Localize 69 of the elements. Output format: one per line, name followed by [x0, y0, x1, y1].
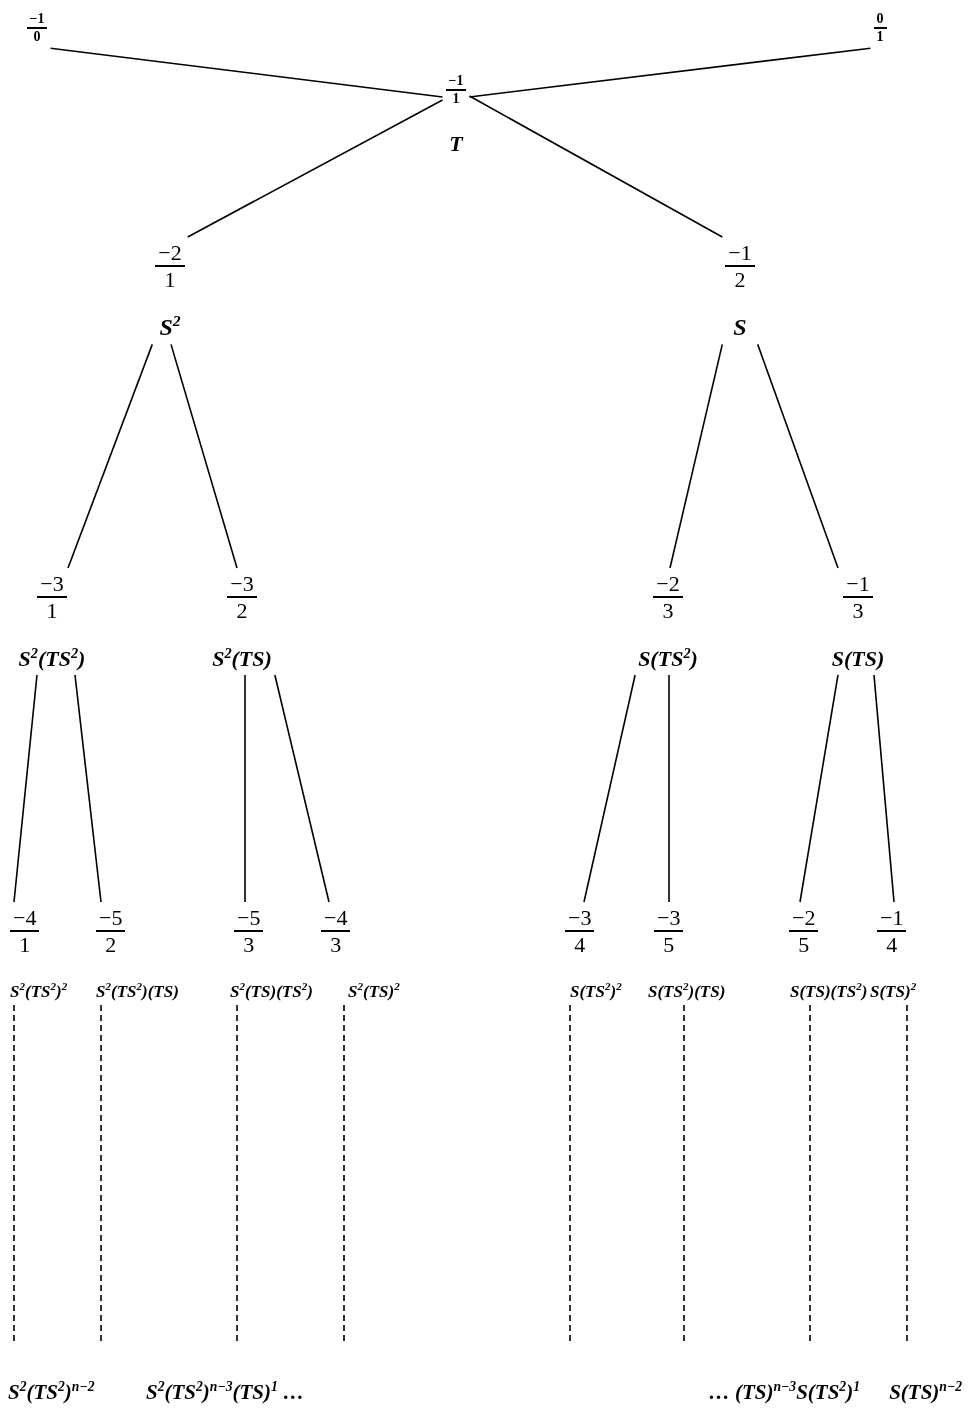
limit-word: … (TS)$^{n−3}$S(TS$^{2}$)$^{1}$	[708, 1380, 860, 1405]
fraction-numerator: −3	[37, 571, 67, 599]
fraction-denominator: 2	[105, 932, 117, 958]
tree-line	[74, 674, 102, 903]
tree-line	[170, 343, 238, 569]
tree-line	[13, 674, 38, 903]
fraction-numerator: 0	[873, 11, 887, 30]
fraction-denominator: 2	[236, 598, 248, 624]
matrix-word: S(TS$^{2}$)	[638, 645, 698, 672]
matrix-word: S(TS$^{2}$)$^{2}$	[570, 981, 622, 1002]
tree-line	[186, 99, 444, 238]
tree-line	[583, 674, 636, 903]
fraction-numerator: −3	[565, 905, 595, 933]
fraction-denominator: 1	[46, 598, 58, 624]
fraction-numerator: −1	[725, 240, 755, 268]
fraction-denominator: 3	[852, 598, 864, 624]
matrix-word: S$^{2}$(TS)$^{2}$	[348, 981, 400, 1002]
fraction-denominator: 3	[243, 932, 255, 958]
fraction-numerator: −5	[234, 905, 264, 933]
matrix-word: T	[449, 131, 463, 158]
fraction-numerator: −1	[26, 11, 48, 30]
fraction-denominator: 1	[164, 267, 176, 293]
matrix-word: S(TS)$^{2}$	[870, 981, 917, 1002]
fraction-denominator: 1	[876, 29, 884, 46]
fraction-numerator: −1	[445, 73, 467, 92]
tree-line	[67, 343, 154, 569]
matrix-word: S$^{2}$	[159, 312, 181, 342]
tree-line	[799, 674, 839, 903]
fraction-numerator: −4	[321, 905, 351, 933]
limit-word: S$^{2}$(TS$^{2}$)$^{n−3}$(TS)$^{1}$ …	[146, 1380, 305, 1405]
limit-word: S$^{2}$(TS$^{2}$)$^{n−2}$	[8, 1380, 95, 1405]
tree-line	[873, 674, 895, 903]
fraction-numerator: −1	[843, 571, 873, 599]
tree-line	[468, 47, 872, 98]
fraction-numerator: −3	[654, 905, 684, 933]
tree-line	[274, 674, 330, 903]
fraction-numerator: −4	[10, 905, 40, 933]
tree-line	[756, 343, 839, 569]
tree-line	[668, 674, 670, 903]
fraction-denominator: 5	[798, 932, 810, 958]
tree-line	[669, 343, 724, 569]
matrix-word: S	[733, 312, 747, 342]
matrix-word: S(TS$^{2}$)(TS)	[648, 981, 726, 1002]
matrix-word: S$^{2}$(TS)(TS$^{2}$)	[230, 981, 313, 1002]
tree-line	[468, 95, 724, 238]
fraction-denominator: 1	[19, 932, 31, 958]
fraction-denominator: 3	[662, 598, 674, 624]
matrix-word: S$^{2}$(TS$^{2}$)$^{2}$	[10, 981, 68, 1002]
fraction-numerator: −2	[653, 571, 683, 599]
fraction-denominator: 3	[330, 932, 342, 958]
matrix-word: S(TS)	[831, 645, 885, 672]
matrix-word: S$^{2}$(TS$^{2}$)(TS)	[96, 981, 179, 1002]
fraction-numerator: −5	[96, 905, 126, 933]
fraction-denominator: 5	[663, 932, 675, 958]
fraction-denominator: 1	[452, 91, 460, 108]
limit-word: S(TS)$^{n−2}$	[889, 1380, 962, 1405]
fraction-denominator: 4	[574, 932, 586, 958]
matrix-word: S(TS)(TS$^{2}$)	[790, 981, 868, 1002]
fraction-numerator: −2	[789, 905, 819, 933]
tree-line	[49, 47, 444, 98]
fraction-denominator: 0	[33, 29, 41, 46]
fraction-denominator: 2	[734, 267, 746, 293]
fraction-numerator: −1	[877, 905, 907, 933]
fraction-denominator: 4	[886, 932, 898, 958]
tree-line	[244, 674, 246, 903]
fraction-numerator: −3	[227, 571, 257, 599]
fraction-numerator: −2	[155, 240, 185, 268]
matrix-word: S$^{2}$(TS$^{2}$)	[18, 645, 86, 672]
matrix-word: S$^{2}$(TS)	[212, 645, 272, 672]
